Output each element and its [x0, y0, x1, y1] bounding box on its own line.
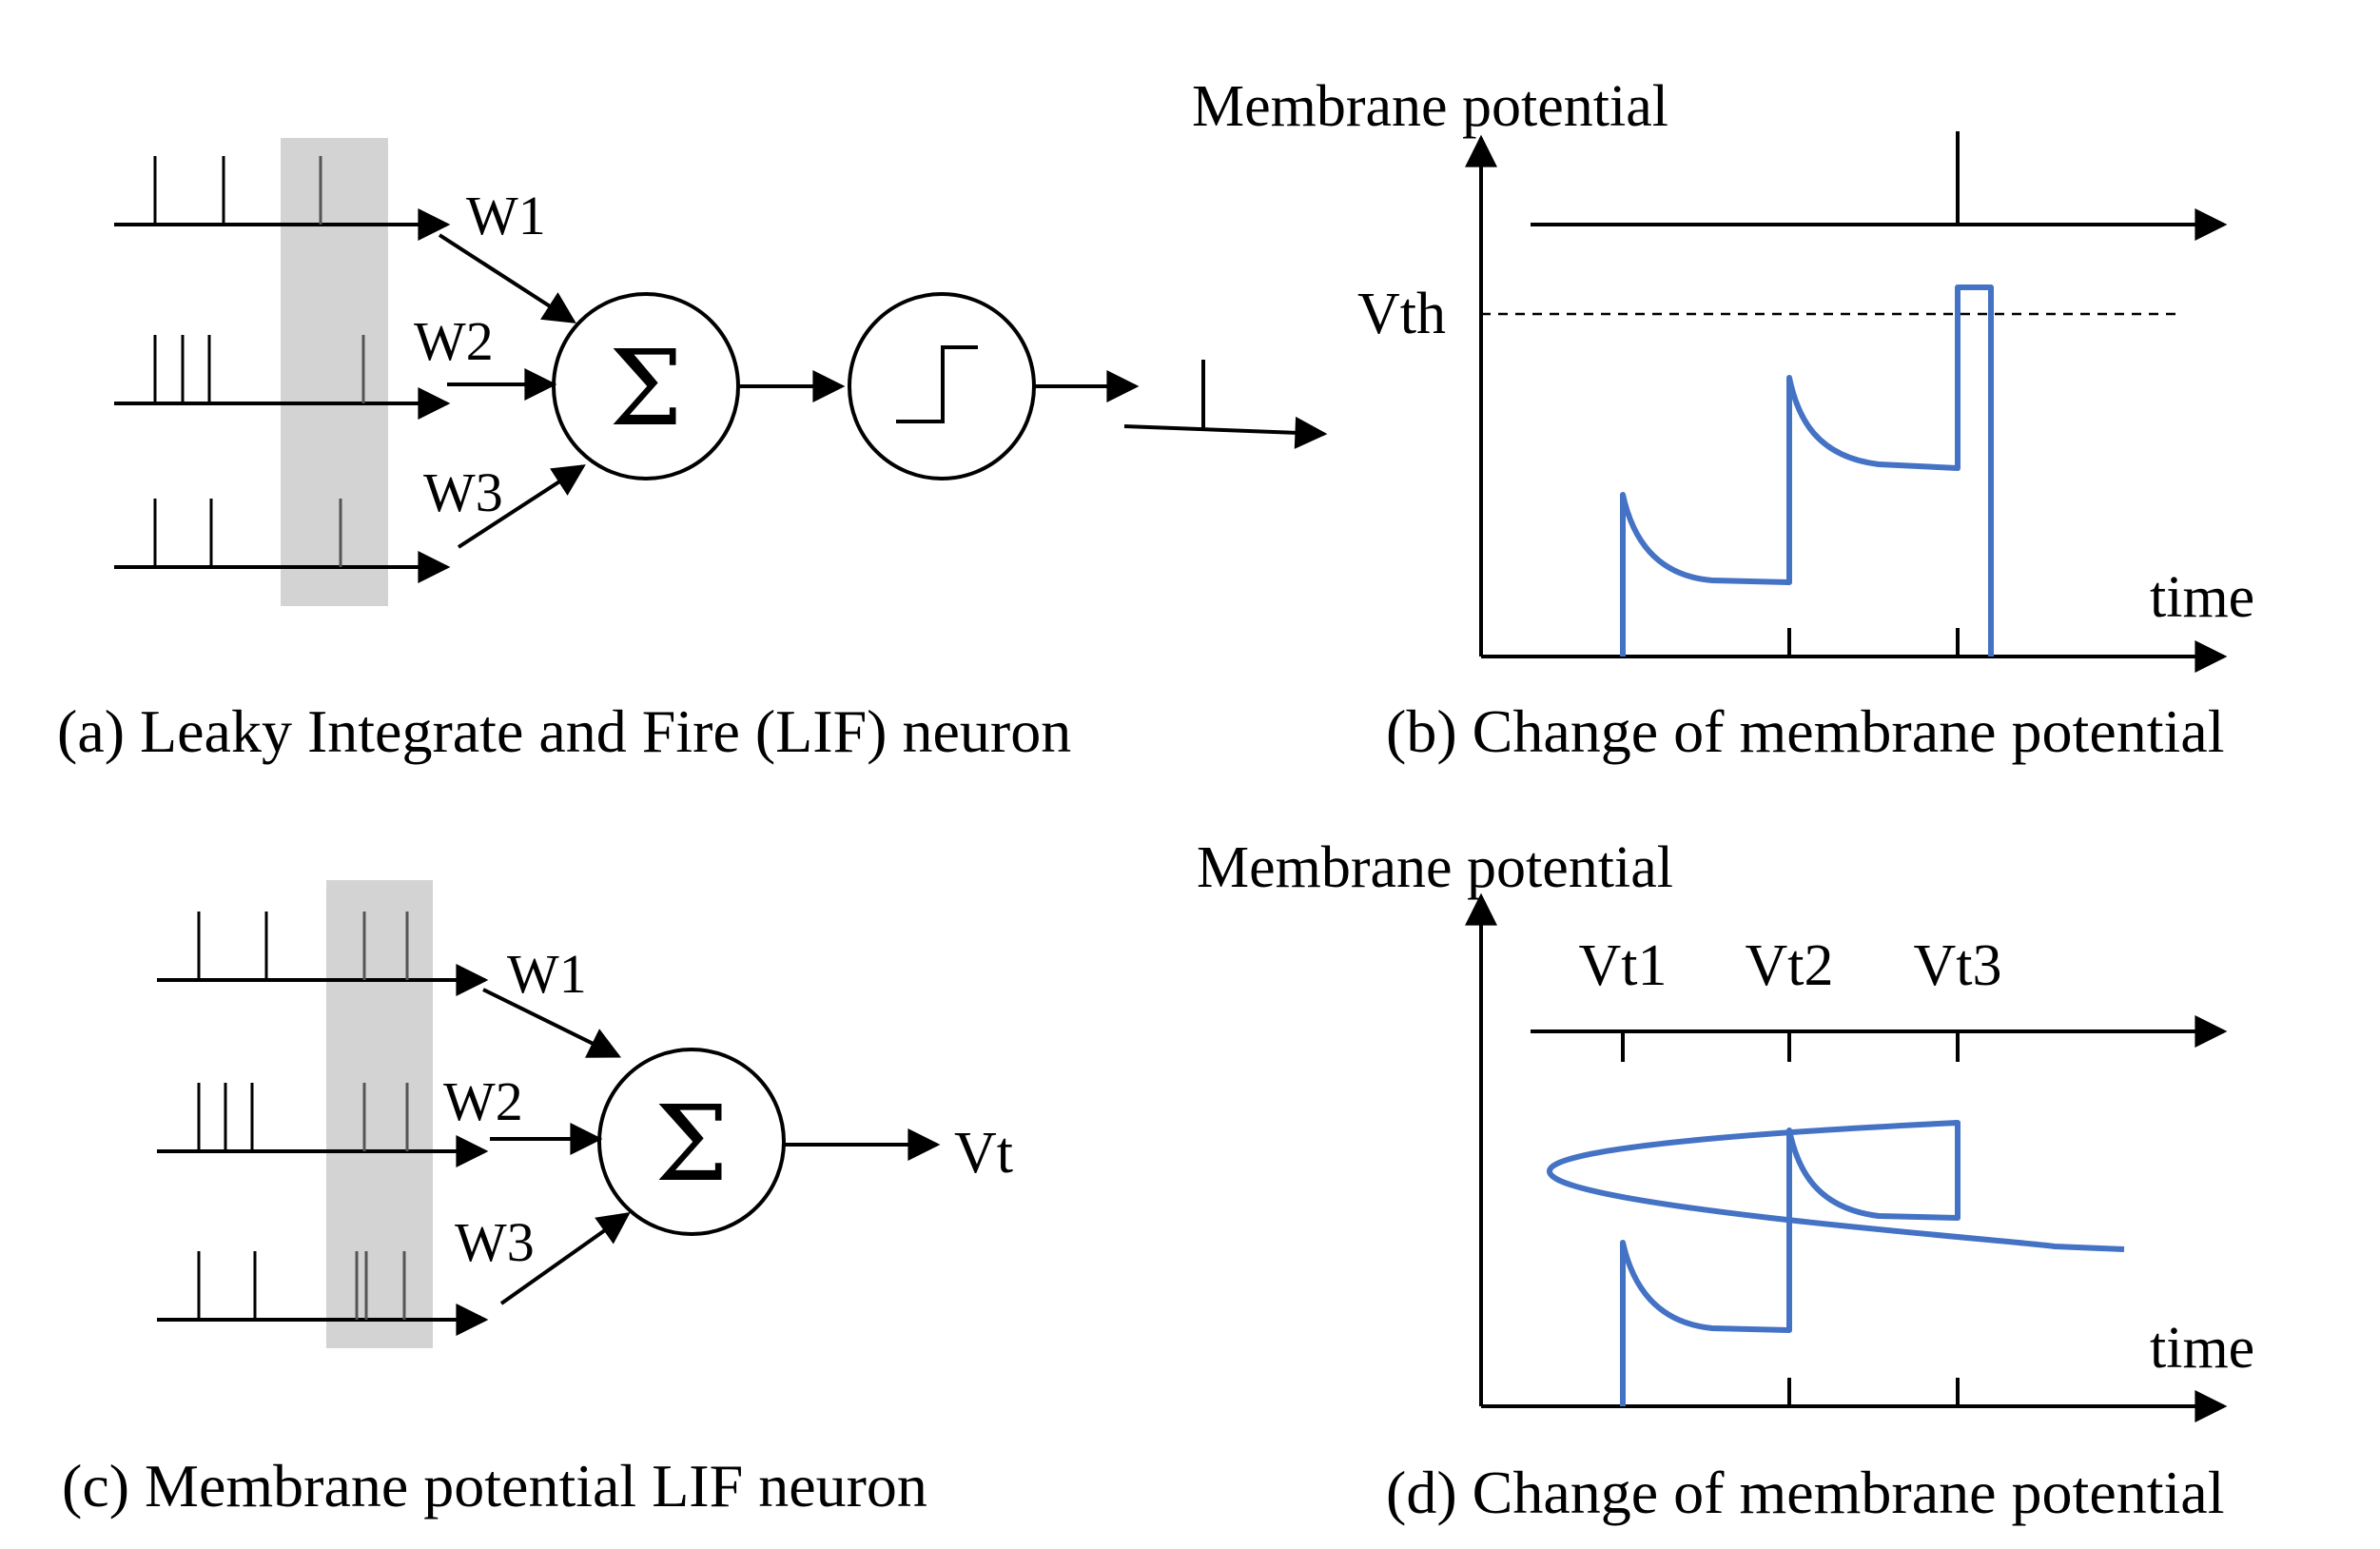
weight-label-w1: W1	[507, 943, 587, 1005]
w1-connection-arrow	[482, 988, 622, 1058]
caption-c: (c) Membrane potential LIF neuron	[62, 1452, 927, 1520]
weight-label-w1: W1	[466, 185, 546, 246]
membrane-potential-curve-d	[1547, 1120, 2125, 1406]
w3-connection-arrow	[499, 1212, 631, 1305]
y-axis-label-d: Membrane potential	[1197, 835, 1673, 900]
caption-a: (a) Leaky Integrate and Fire (LIF) neuro…	[57, 697, 1071, 765]
tick-label-vt1: Vt1	[1579, 933, 1668, 998]
x-axis-label-b: time	[2150, 565, 2254, 630]
output-spike-timeline	[1531, 131, 2228, 241]
output-label-vt: Vt	[954, 1121, 1013, 1186]
caption-b: (b) Change of membrane potential	[1386, 697, 2224, 765]
weight-label-w2: W2	[414, 310, 494, 372]
time-window-shade	[326, 880, 433, 1348]
weight-label-w2: W2	[443, 1070, 523, 1132]
input-spike-train-1	[157, 912, 489, 996]
x-axis-label-d: time	[2150, 1316, 2254, 1381]
step-function-icon	[896, 345, 978, 423]
w3-connection-arrow	[457, 464, 586, 549]
panel-d-membrane-potential: Membrane potential time Vt1 Vt2 Vt3 (d) …	[1197, 835, 2254, 1526]
input-spike-train-1	[114, 156, 451, 241]
caption-d: (d) Change of membrane potential	[1386, 1459, 2224, 1526]
weight-label-w3: W3	[423, 461, 503, 523]
panel-c-membrane-potential-lif-neuron: W1 W2 W3 Σ Vt (c) Membrane potential LIF…	[62, 880, 1013, 1520]
sigma-symbol: Σ	[609, 327, 683, 449]
membrane-potential-curve-b	[1620, 284, 1994, 657]
panel-b-membrane-potential: Membrane potential time Vth (b) Change o…	[1192, 74, 2254, 765]
weight-label-w3: W3	[455, 1211, 535, 1273]
tick-label-vt2: Vt2	[1746, 933, 1834, 998]
panel-a-lif-neuron: W1 W2 W3 Σ (a) Leaky Integrate and Fire …	[57, 138, 1328, 765]
input-spike-train-3	[114, 499, 451, 583]
w1-connection-arrow	[438, 233, 576, 324]
sigma-symbol: Σ	[654, 1083, 729, 1205]
summation-node	[597, 1048, 786, 1236]
sampling-timeline	[1531, 1015, 2228, 1062]
output-spike	[1123, 360, 1328, 449]
input-spike-train-2	[114, 335, 451, 420]
tick-label-vt3: Vt3	[1914, 933, 2002, 998]
threshold-label: Vth	[1357, 282, 1446, 346]
input-spike-train-3	[157, 1251, 489, 1336]
input-spike-train-2	[157, 1083, 489, 1167]
y-axis-label-b: Membrane potential	[1192, 74, 1668, 139]
time-window-shade	[281, 138, 388, 606]
